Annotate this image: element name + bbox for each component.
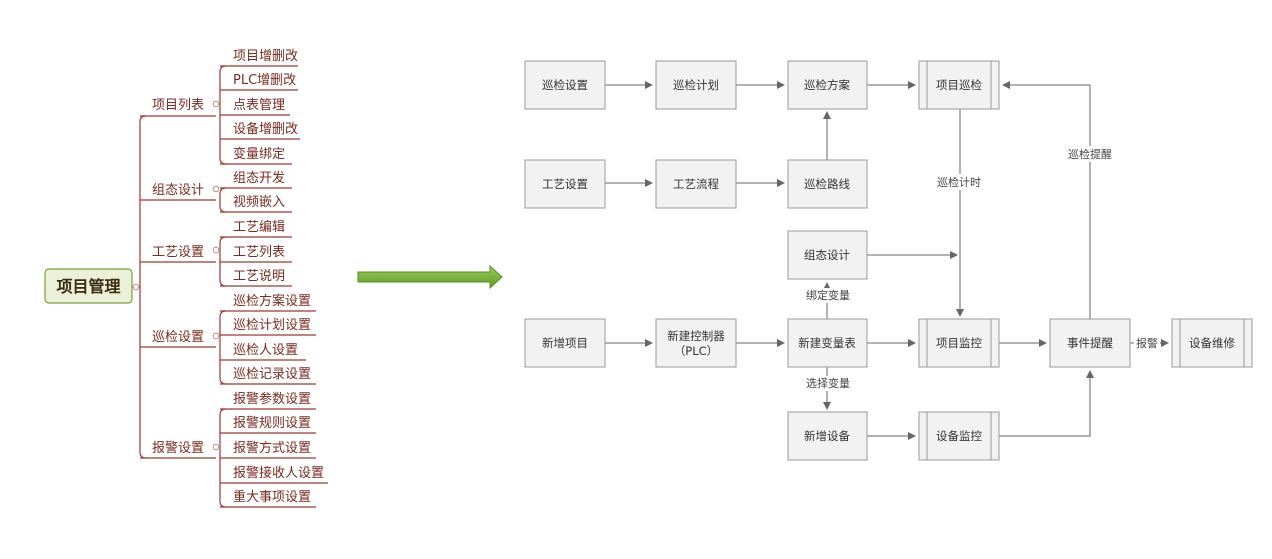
node-label: 工艺流程 [673,177,719,191]
flowchart-nodes: 巡检设置 巡检计划 巡检方案 项目巡检 工艺设置 工艺流程 巡检路线 [524,60,1253,461]
node-label: 工艺设置 [542,177,588,191]
child-label[interactable]: 巡检人设置 [233,343,298,358]
child-label[interactable]: 项目增删改 [233,49,298,64]
mindmap-collapse-toggles [132,100,220,451]
node-label: 巡检路线 [804,177,850,191]
node-label: 新建变量表 [798,336,856,350]
node-label: 巡检方案 [804,78,850,92]
collapse-toggle-scada[interactable] [212,185,220,193]
child-trunk-inspection [219,310,227,385]
collapse-toggle-root[interactable] [132,283,140,291]
node-new-device[interactable]: 新增设备 [787,411,868,461]
branch-label-process[interactable]: 工艺设置 [152,245,204,260]
child-label[interactable]: 报警参数设置 [233,391,311,407]
child-underlines [220,65,328,508]
child-label[interactable]: 变量绑定 [233,146,285,162]
branch-label-project-list[interactable]: 项目列表 [152,98,204,113]
child-label[interactable]: 工艺说明 [233,269,285,284]
node-label: 新建控制器 [667,329,725,343]
child-label[interactable]: 巡检方案设置 [233,293,311,309]
mindmap-root-label: 项目管理 [56,277,120,296]
node-new-controller[interactable]: 新建控制器 （PLC） [655,318,737,368]
node-label: 设备监控 [936,429,982,443]
node-label: 事件提醒 [1067,336,1113,350]
node-label-sub: （PLC） [674,344,718,358]
edge-label-bind-variable: 绑定变量 [806,288,850,302]
child-label[interactable]: 点表管理 [233,98,285,113]
child-label[interactable]: 视频嵌入 [233,195,285,210]
branch-label-alarm[interactable]: 报警设置 [152,440,204,456]
node-new-project[interactable]: 新增项目 [524,318,606,368]
collapse-toggle-process[interactable] [212,246,220,254]
branch-label-inspection[interactable]: 巡检设置 [152,330,204,345]
edge-label-inspection-reminder: 巡检提醒 [1068,147,1112,161]
node-inspection-plan[interactable]: 巡检计划 [655,60,737,110]
node-label: 新增项目 [542,336,588,350]
edge-label-alarm: 报警 [1136,336,1158,350]
edge-label-select-variable: 选择变量 [806,376,850,390]
child-label[interactable]: 工艺列表 [233,245,285,260]
child-label[interactable]: 巡检计划设置 [233,318,311,333]
node-project-monitor[interactable]: 项目监控 [918,318,1000,368]
node-new-variable-table[interactable]: 新建变量表 [787,318,868,368]
node-label: 新增设备 [804,429,850,443]
node-inspection-scheme[interactable]: 巡检方案 [787,60,868,110]
collapse-toggle-alarm[interactable] [212,443,220,451]
child-label[interactable]: 设备增删改 [233,121,298,137]
node-label: 设备维修 [1189,336,1235,350]
child-label[interactable]: 报警接收人设置 [233,465,324,481]
node-event-alert[interactable]: 事件提醒 [1049,318,1131,368]
flowchart-edge-labels: 巡检计时 巡检提醒 绑定变量 选择变量 报警 [802,146,1160,391]
node-inspection-setting[interactable]: 巡检设置 [524,60,606,110]
node-device-monitor[interactable]: 设备监控 [918,411,1000,461]
mindmap-trunk [139,115,147,459]
node-label: 项目监控 [936,336,982,350]
node-inspection-route[interactable]: 巡检路线 [787,159,868,209]
child-label[interactable]: 巡检记录设置 [233,367,311,382]
child-label[interactable]: PLC增删改 [233,73,296,88]
node-label: 巡检设置 [542,78,588,92]
child-label[interactable]: 组态开发 [233,170,285,186]
collapse-toggle-inspection[interactable] [212,332,220,340]
node-scada-design[interactable]: 组态设计 [787,230,868,280]
collapse-toggle-project-list[interactable] [212,100,220,108]
node-label: 组态设计 [804,248,850,262]
flowchart-edges [605,81,1169,440]
node-label: 巡检计划 [673,78,719,92]
transition-arrow-icon [357,264,503,290]
child-trunk-scada [219,187,227,213]
node-equipment-repair[interactable]: 设备维修 [1171,318,1253,368]
child-label[interactable]: 报警规则设置 [233,415,311,431]
node-project-inspection[interactable]: 项目巡检 [918,60,1000,110]
node-process-flow[interactable]: 工艺流程 [655,159,737,209]
child-label[interactable]: 报警方式设置 [233,440,311,456]
child-label[interactable]: 工艺编辑 [233,220,285,235]
branch-label-scada[interactable]: 组态设计 [152,183,204,198]
node-label: 项目巡检 [936,78,982,92]
child-label[interactable]: 重大事项设置 [233,489,311,505]
mindmap-root[interactable]: 项目管理 [44,268,133,304]
node-process-setting[interactable]: 工艺设置 [524,159,606,209]
edge-label-inspection-timer: 巡检计时 [937,175,981,189]
mindmap [132,65,328,508]
